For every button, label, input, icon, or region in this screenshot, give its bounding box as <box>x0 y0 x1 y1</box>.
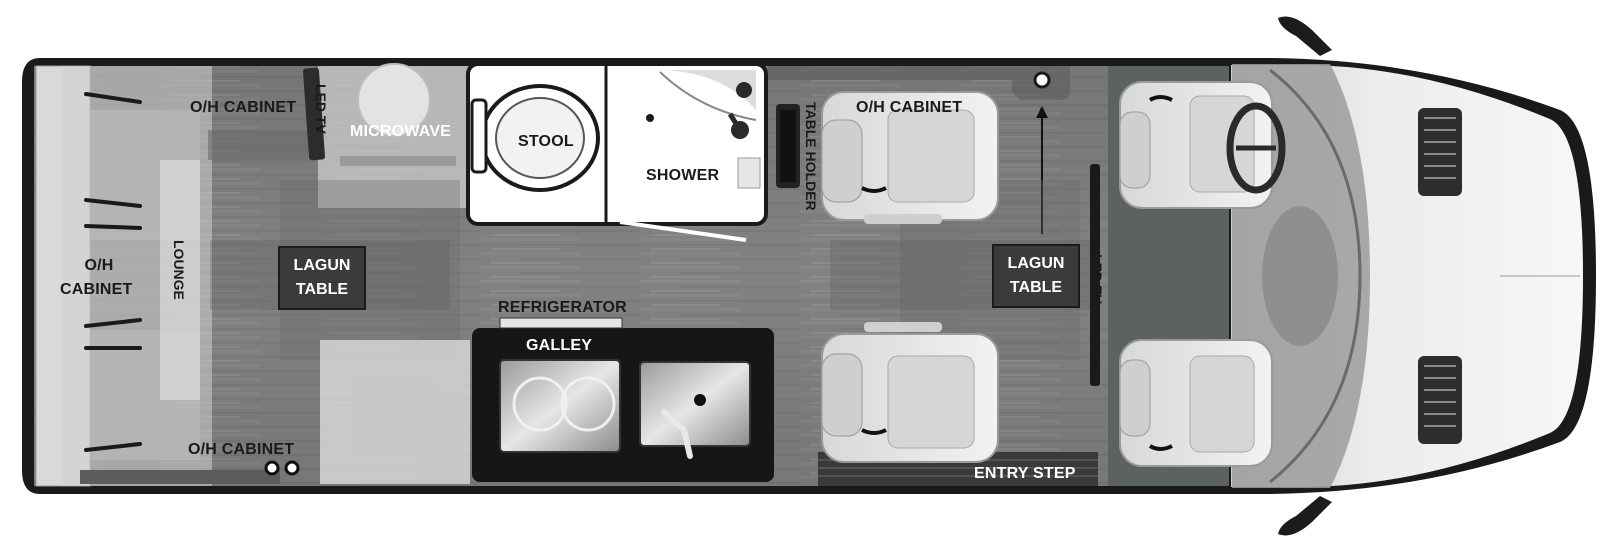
oh-cabinet-top-rear-label: O/H CABINET <box>190 99 297 116</box>
side-mirror-icon <box>1278 16 1332 536</box>
captain-chair-icon <box>821 322 999 463</box>
led-tv-rear-icon <box>303 67 325 161</box>
oh-cabinet-bottom-label: O/H CABINET <box>188 441 295 458</box>
oh-cabinet-rear-label-line2: CABINET <box>60 281 133 298</box>
galley-counter <box>472 328 774 482</box>
captain-chair-icon <box>1119 339 1273 467</box>
bathroom <box>466 62 768 242</box>
entry-step-label: ENTRY STEP <box>974 465 1076 482</box>
lagun-table-rear-label-2: TABLE <box>295 281 349 298</box>
refrigerator-label: REFRIGERATOR <box>498 299 627 316</box>
microwave-icon <box>357 63 431 137</box>
sink-icon <box>639 361 751 447</box>
lagun-table-front-label-1: LAGUN <box>1007 255 1065 272</box>
led-tv-rear-label: LED TV <box>313 84 329 134</box>
microwave-label: MICROWAVE <box>350 123 452 140</box>
stool-label: STOOL <box>518 133 574 150</box>
oh-cabinet-rear-label-line1: O/H <box>84 257 114 274</box>
cooktop-icon <box>499 359 621 453</box>
led-tv-front-label: LED TV <box>1089 254 1105 304</box>
captain-chair-icon <box>821 91 999 224</box>
shower-label: SHOWER <box>646 167 720 184</box>
toilet-icon <box>470 84 600 192</box>
galley-label: GALLEY <box>526 337 593 354</box>
led-tv-front-icon <box>1090 164 1100 386</box>
refrigerator-icon <box>499 317 623 329</box>
rear-lounge <box>35 65 212 487</box>
table-holder-label: TABLE HOLDER <box>803 102 819 211</box>
lagun-table-rear-label-1: LAGUN <box>293 257 351 274</box>
lagun-table-front: LAGUN TABLE <box>992 244 1080 308</box>
lagun-table-front-label-2: TABLE <box>1009 279 1063 296</box>
oh-cabinet-top-mid-label: O/H CABINET <box>856 99 963 116</box>
steering-wheel-icon <box>1226 102 1286 194</box>
lounge-label: LOUNGE <box>171 240 187 300</box>
lagun-table-rear: LAGUN TABLE <box>278 246 366 310</box>
